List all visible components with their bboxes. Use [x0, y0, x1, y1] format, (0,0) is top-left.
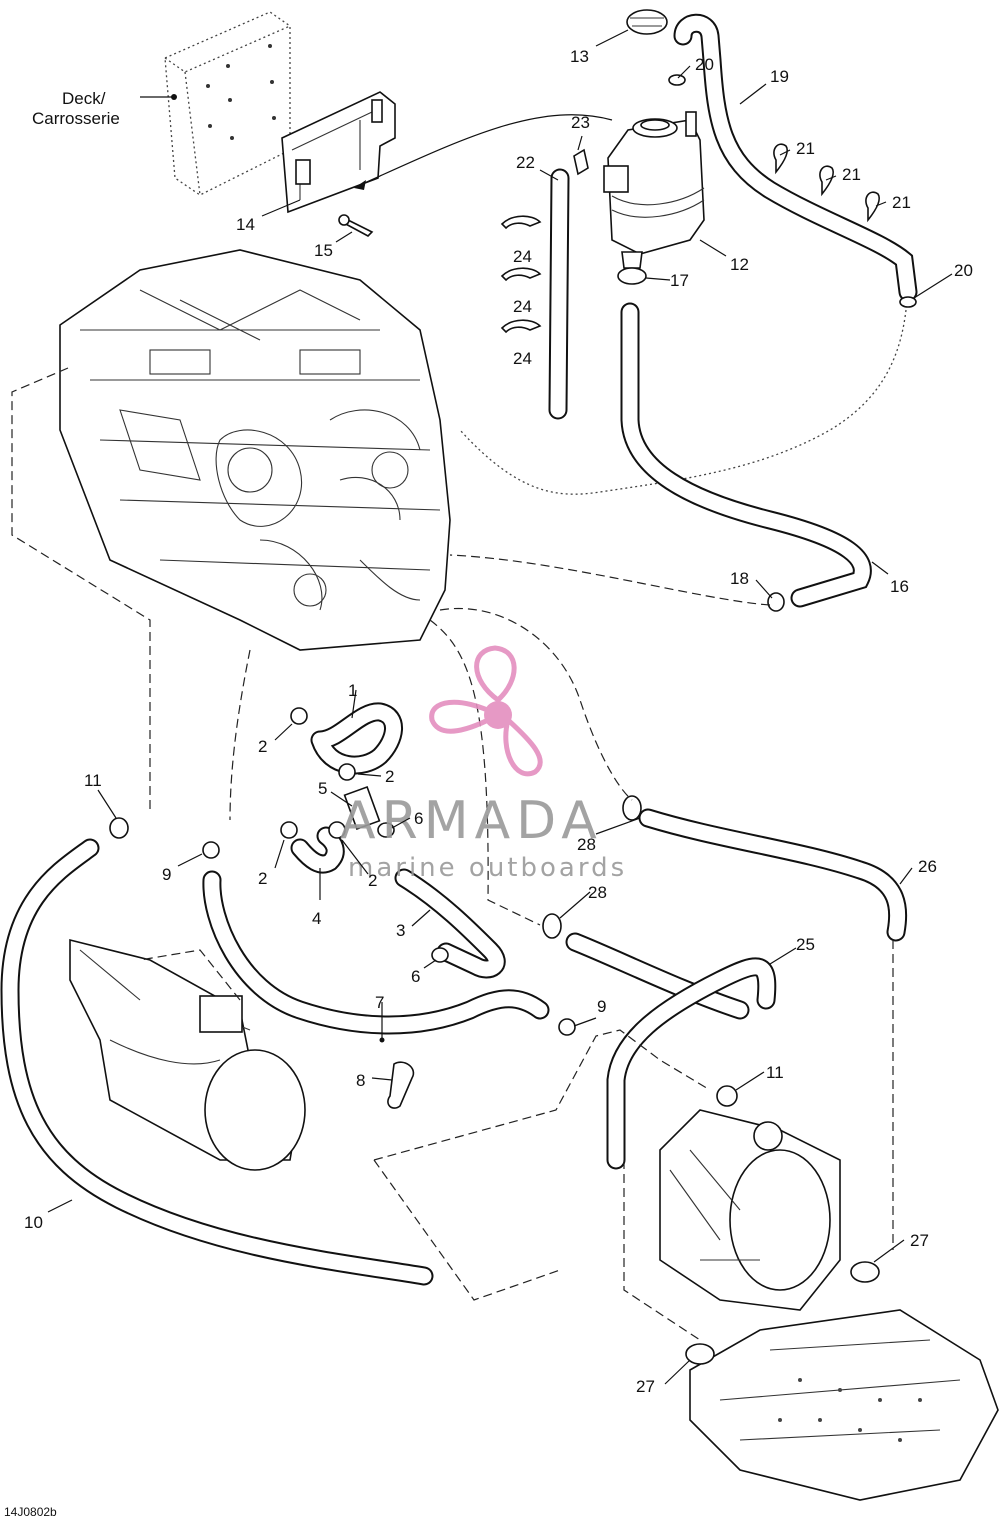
clamp-set [500, 215, 542, 334]
screw [338, 214, 374, 237]
callout-2: 2 [368, 871, 377, 890]
callout-11: 11 [766, 1063, 784, 1082]
callout-4: 4 [312, 909, 321, 928]
hose-clamp [109, 817, 129, 839]
muffler [69, 938, 306, 1171]
hose-clamp [558, 1018, 576, 1036]
callout-13: 13 [570, 47, 589, 66]
callout-2: 2 [385, 767, 394, 786]
hose-clamp [668, 74, 686, 86]
deck-label-line1: Deck/ [62, 89, 106, 108]
hose-clamp [850, 1261, 880, 1283]
engine-block [59, 249, 451, 651]
hose-clamp [542, 913, 562, 939]
hose-clamp [338, 763, 356, 781]
callout-6: 6 [411, 967, 420, 986]
callout-9: 9 [162, 865, 171, 884]
callout-23: 23 [571, 113, 590, 132]
callout-17: 17 [670, 271, 689, 290]
hose-clamp [280, 821, 298, 839]
callout-15: 15 [314, 241, 333, 260]
callout-27: 27 [910, 1231, 929, 1250]
callout-20: 20 [954, 261, 973, 280]
watermark-brand: ARMADA [340, 791, 603, 851]
ride-plate [689, 1309, 999, 1501]
hose-clamp [622, 795, 642, 821]
reference-code: 14J0802b [4, 1505, 57, 1519]
callout-14: 14 [236, 215, 255, 234]
callout-5: 5 [318, 779, 327, 798]
callout-21: 21 [892, 193, 911, 212]
jet-pump-housing [659, 1109, 841, 1311]
t-fitting [343, 785, 381, 831]
callout-8: 8 [356, 1071, 365, 1090]
hose-clamp [716, 1085, 738, 1107]
callout-18: 18 [730, 569, 749, 588]
hose-clamp [685, 1343, 715, 1365]
callout-numbers: 13 20 19 21 21 21 20 23 22 12 17 24 24 2… [24, 47, 973, 1396]
callout-28: 28 [577, 835, 596, 854]
callout-24: 24 [513, 349, 532, 368]
hose-clamp [202, 841, 220, 859]
callout-9: 9 [597, 997, 606, 1016]
hose-clamp [290, 707, 308, 725]
callout-11: 11 [84, 771, 102, 790]
deck-label-line2: Carrosserie [32, 109, 120, 128]
callout-3: 3 [396, 921, 405, 940]
hose-clamp [899, 296, 917, 308]
hose-clamp [431, 947, 449, 963]
callout-1: 1 [348, 681, 357, 700]
deck-panel [140, 11, 291, 196]
callout-28: 28 [588, 883, 607, 902]
callout-12: 12 [730, 255, 749, 274]
callout-24: 24 [513, 247, 532, 266]
coolant-reservoir [603, 111, 705, 269]
callout-7: 7 [375, 993, 384, 1012]
callout-27: 27 [636, 1377, 655, 1396]
callout-2: 2 [258, 737, 267, 756]
callout-26: 26 [918, 857, 937, 876]
callout-leaders [47, 29, 953, 1385]
hose-clamp [377, 822, 395, 838]
callout-19: 19 [770, 67, 789, 86]
reservoir-cap [626, 9, 668, 35]
watermark: ARMADA marine outboards [340, 645, 627, 883]
callout-16: 16 [890, 577, 909, 596]
watermark-tagline: marine outboards [348, 853, 627, 883]
callout-25: 25 [796, 935, 815, 954]
hose-clamp [617, 267, 647, 285]
callout-21: 21 [842, 165, 861, 184]
callout-6: 6 [414, 809, 423, 828]
clamp-set [773, 143, 881, 223]
callout-10: 10 [24, 1213, 43, 1232]
mounting-bracket [281, 91, 396, 214]
callout-22: 22 [516, 153, 535, 172]
tie-strap [387, 1061, 415, 1109]
hose-clamp [328, 821, 346, 839]
callout-2: 2 [258, 869, 267, 888]
callout-24: 24 [513, 297, 532, 316]
callout-21: 21 [796, 139, 815, 158]
callout-20: 20 [695, 55, 714, 74]
